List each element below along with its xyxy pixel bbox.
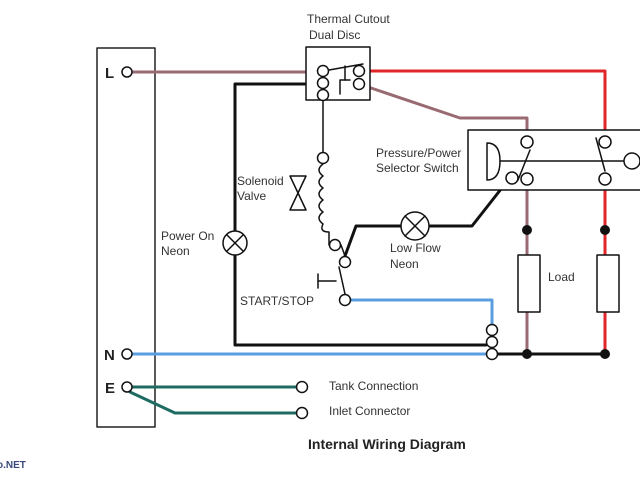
- solenoid-valve-icon: [289, 175, 307, 211]
- thermal-cutout-label: Thermal Cutout: [307, 12, 390, 26]
- power-on-neon-icon: [222, 230, 248, 256]
- thermal-cutout-sublabel: Dual Disc: [309, 28, 360, 42]
- start-stop-label: START/STOP: [240, 294, 314, 308]
- solenoid-sublabel: Valve: [237, 189, 266, 203]
- low-flow-sublabel: Neon: [390, 257, 419, 271]
- diagram-title: Internal Wiring Diagram: [308, 436, 466, 452]
- junction-dots: [522, 225, 610, 359]
- selector-switch-sublabel: Selector Switch: [376, 161, 459, 175]
- terminal-n-label: N: [104, 347, 115, 364]
- terminal-e-label: E: [105, 380, 115, 397]
- low-flow-neon-icon: [400, 211, 430, 241]
- load-element-1: [517, 254, 541, 313]
- watermark: o.NET: [0, 460, 26, 471]
- start-stop-switch[interactable]: [317, 266, 346, 295]
- green-earth-wire: [128, 385, 298, 415]
- power-on-sublabel: Neon: [161, 244, 190, 258]
- solenoid-label: Solenoid: [237, 174, 284, 188]
- red-live-wire: [363, 69, 607, 356]
- tank-connection-label: Tank Connection: [329, 379, 418, 393]
- pressure-power-selector-switch[interactable]: [467, 129, 640, 191]
- terminal-block: [96, 47, 156, 428]
- terminal-circles: [121, 64, 612, 420]
- terminal-l-label: L: [105, 65, 114, 82]
- mauve-live-wire: [131, 70, 529, 356]
- solenoid-coil: [318, 163, 330, 246]
- selector-switch-label: Pressure/Power: [376, 146, 461, 160]
- blue-neutral-wire: [131, 298, 494, 356]
- low-flow-label: Low Flow: [390, 241, 441, 255]
- inlet-connector-label: Inlet Connector: [329, 404, 410, 418]
- load-label: Load: [548, 270, 575, 284]
- black-wire: [233, 82, 607, 356]
- power-on-label: Power On: [161, 229, 214, 243]
- load-element-2: [596, 254, 620, 313]
